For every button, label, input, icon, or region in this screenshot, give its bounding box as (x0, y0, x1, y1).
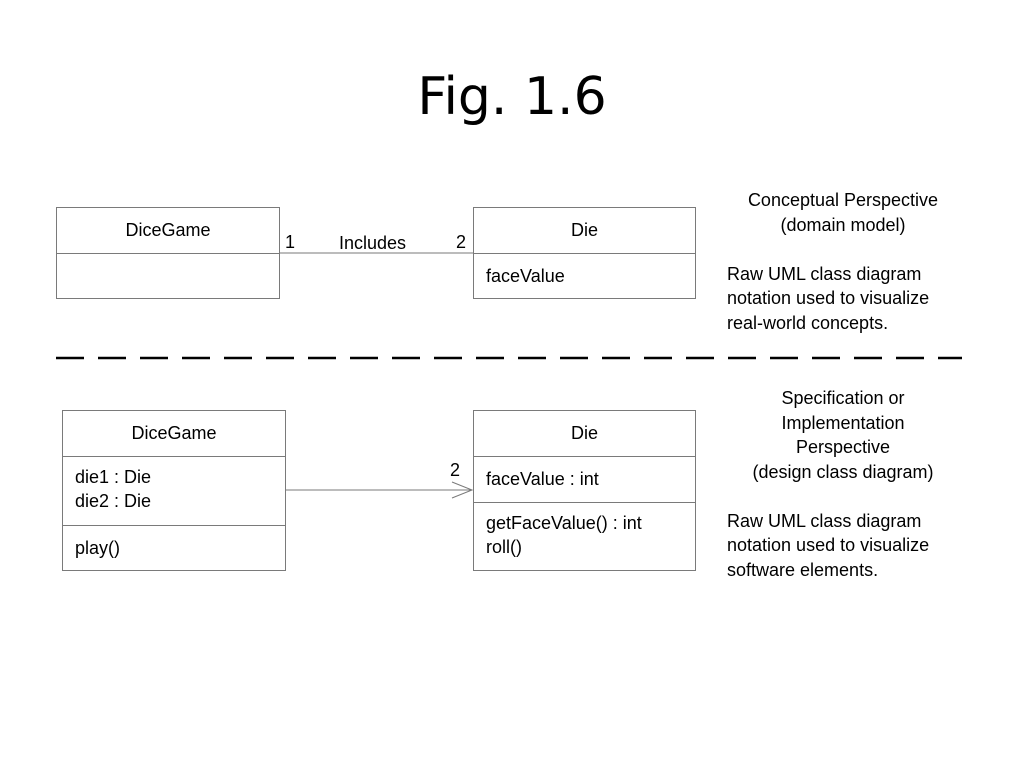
class-name: DiceGame (125, 220, 211, 240)
association-label: Includes (339, 233, 407, 253)
attribute: die1 : Die (75, 467, 152, 487)
multiplicity-dicegame: 1 (285, 232, 296, 252)
class-name: Die (570, 220, 598, 240)
conceptual-perspective-note: Conceptual Perspective (domain model) Ra… (727, 188, 967, 335)
attribute: faceValue (486, 266, 565, 286)
attribute: die2 : Die (75, 491, 152, 511)
attribute-compartment: faceValue (474, 253, 695, 298)
operation-compartment: play() (63, 525, 285, 570)
note-body: Raw UML class diagram notation used to v… (727, 263, 930, 333)
class-name: DiceGame (131, 423, 217, 443)
conceptual-dicegame-class: DiceGame (56, 207, 280, 299)
conceptual-die-class: Die faceValue (473, 207, 696, 299)
multiplicity-die: 2 (456, 232, 467, 252)
operation-compartment: getFaceValue() : int roll() (474, 502, 695, 570)
attribute-compartment (57, 253, 279, 298)
note-body: Raw UML class diagram notation used to v… (727, 510, 930, 580)
note-heading: Conceptual Perspective (domain model) (747, 190, 939, 235)
attribute: faceValue : int (486, 469, 599, 489)
design-perspective-note: Specification or Implementation Perspect… (727, 386, 967, 582)
open-arrowhead-icon (451, 481, 474, 499)
attribute-compartment: die1 : Die die2 : Die (63, 456, 285, 525)
operation: getFaceValue() : int (486, 513, 642, 533)
multiplicity-die: 2 (450, 460, 461, 480)
design-die-class: Die faceValue : int getFaceValue() : int… (473, 410, 696, 571)
design-dicegame-class: DiceGame die1 : Die die2 : Die play() (62, 410, 286, 571)
figure-title: Fig. 1.6 (417, 67, 607, 127)
attribute-compartment: faceValue : int (474, 456, 695, 502)
operation: roll() (486, 537, 522, 557)
class-name: Die (570, 423, 598, 443)
note-heading: Specification or Implementation Perspect… (752, 388, 934, 482)
operation: play() (75, 538, 121, 558)
